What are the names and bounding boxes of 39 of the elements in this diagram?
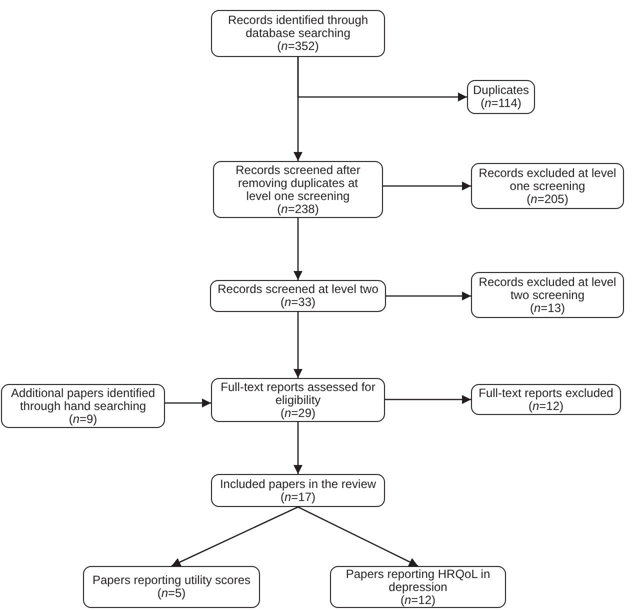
box-text: Papers reporting utility scores <box>92 574 251 587</box>
box-text: Records screened at level two <box>218 283 378 296</box>
process-box <box>471 272 624 318</box>
arrow <box>386 292 471 300</box>
process-box <box>83 566 260 608</box>
arrow <box>165 398 211 408</box>
process-box <box>471 384 621 415</box>
process-box <box>213 161 383 218</box>
box-text: (n=5) <box>157 587 186 600</box>
arrow <box>294 422 302 474</box>
arrow <box>297 57 467 102</box>
box-text: (n=238) <box>277 202 319 216</box>
box-text: (n=205) <box>526 192 568 206</box>
box-text: Full-text reports excluded <box>478 386 614 400</box>
box-text: Duplicates <box>472 84 530 97</box>
box-text: (n=12) <box>400 594 436 606</box>
process-box <box>467 80 535 114</box>
box-text: (n=12) <box>528 400 564 412</box>
arrow <box>294 312 302 378</box>
box-text: (n=33) <box>280 296 316 309</box>
box-text: (n=29) <box>280 406 316 420</box>
process-box <box>210 280 386 312</box>
box-text: Included papers in the review <box>220 478 376 490</box>
arrow <box>383 182 471 190</box>
process-box <box>330 566 506 608</box>
arrow <box>385 395 471 404</box>
box-text: (n=9) <box>68 412 98 426</box>
process-box <box>1 384 165 428</box>
box-text: (n=352) <box>277 40 319 53</box>
process-box <box>211 474 385 507</box>
arrow <box>298 506 418 567</box>
arrow <box>171 506 298 567</box>
arrow <box>294 218 302 280</box>
box-text: (n=13) <box>530 302 566 314</box>
box-text: (n=17) <box>280 490 316 504</box>
process-box <box>211 378 385 422</box>
process-box <box>471 163 624 209</box>
box-text: (n=114) <box>480 97 522 110</box>
process-box <box>211 10 385 57</box>
